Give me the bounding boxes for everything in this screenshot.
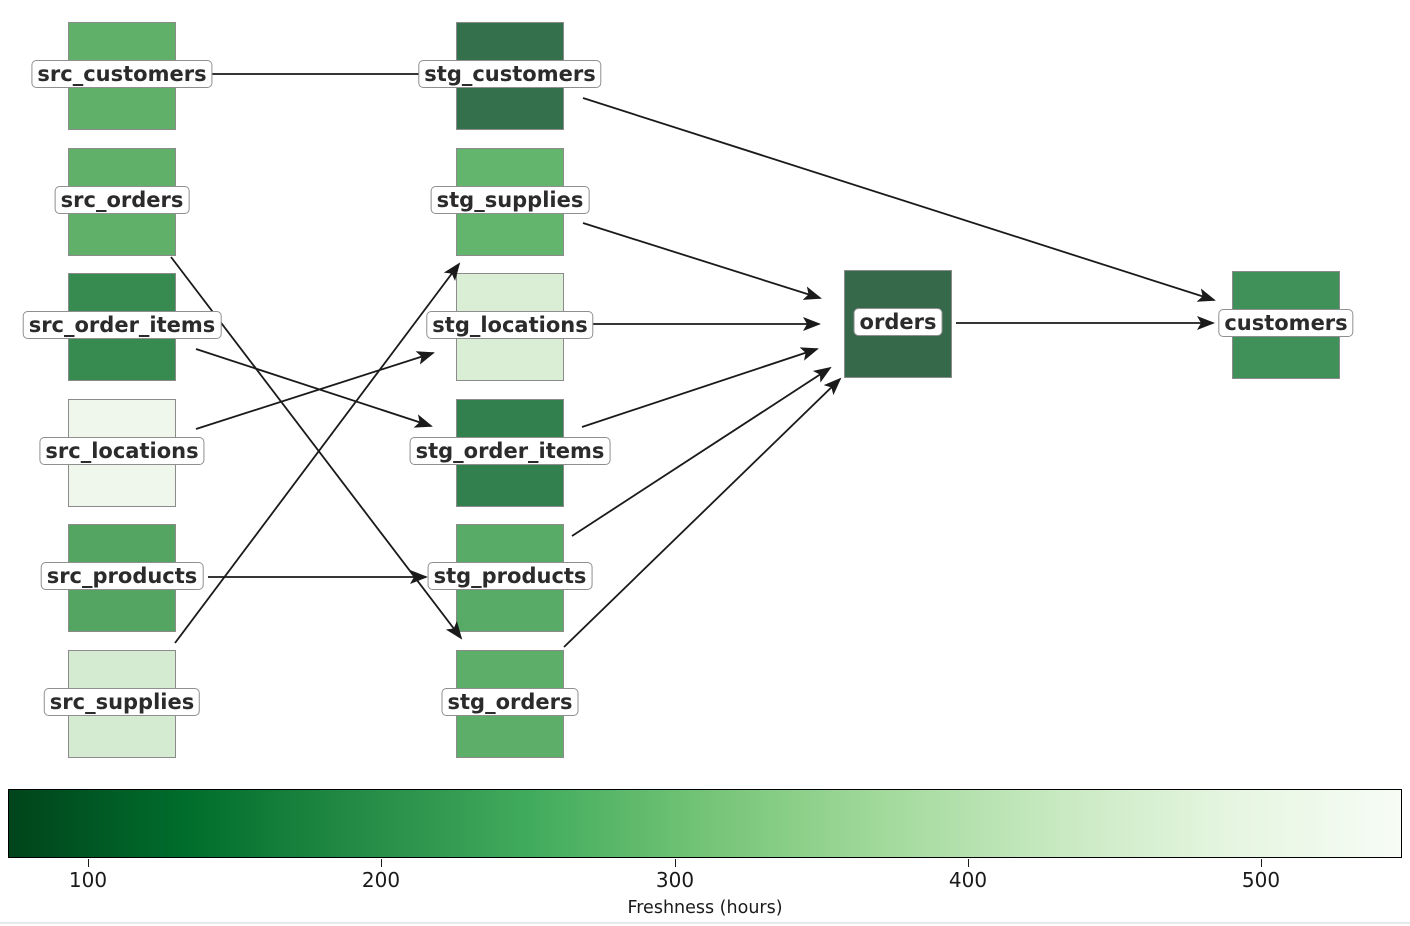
- edge-stg_supplies-to-orders: [582, 222, 822, 300]
- colorbar-axis-label: Freshness (hours): [627, 898, 783, 918]
- node-label-stg_locations: stg_locations: [426, 311, 594, 339]
- edge-src_order_items-to-stg_order_items: [195, 348, 433, 428]
- edge-src_supplies-to-stg_supplies: [174, 262, 461, 644]
- node-label-src_supplies: src_supplies: [43, 688, 201, 716]
- node-label-src_orders: src_orders: [54, 186, 190, 214]
- edge-stg_order_items-to-orders: [581, 347, 819, 428]
- node-label-stg_supplies: stg_supplies: [430, 186, 590, 214]
- node-label-src_order_items: src_order_items: [22, 311, 222, 339]
- colorbar-tick-label-200: 200: [361, 868, 401, 892]
- edge-stg_customers-to-customers: [582, 97, 1216, 302]
- colorbar-tick-label-300: 300: [655, 868, 695, 892]
- node-label-stg_orders: stg_orders: [441, 688, 579, 716]
- colorbar-tick-200: [381, 859, 383, 867]
- edge-stg_products-to-orders: [571, 366, 832, 537]
- colorbar-tick-500: [1261, 859, 1263, 867]
- edge-src_locations-to-stg_locations: [195, 351, 435, 430]
- colorbar-tick-100: [88, 859, 90, 867]
- colorbar-tick-label-100: 100: [68, 868, 108, 892]
- colorbar-gradient: [8, 789, 1402, 858]
- node-label-src_products: src_products: [40, 562, 204, 590]
- edge-stg_orders-to-orders: [563, 377, 842, 648]
- node-label-src_locations: src_locations: [39, 437, 205, 465]
- colorbar-tick-label-500: 500: [1241, 868, 1281, 892]
- node-label-customers: customers: [1218, 309, 1354, 337]
- node-label-stg_order_items: stg_order_items: [409, 437, 611, 465]
- colorbar-tick-label-400: 400: [948, 868, 988, 892]
- node-label-orders: orders: [853, 308, 943, 336]
- colorbar-tick-400: [968, 859, 970, 867]
- figure-bottom-border: [0, 922, 1410, 924]
- node-label-stg_products: stg_products: [427, 562, 593, 590]
- node-label-stg_customers: stg_customers: [418, 60, 602, 88]
- colorbar-tick-300: [675, 859, 677, 867]
- node-label-src_customers: src_customers: [31, 60, 213, 88]
